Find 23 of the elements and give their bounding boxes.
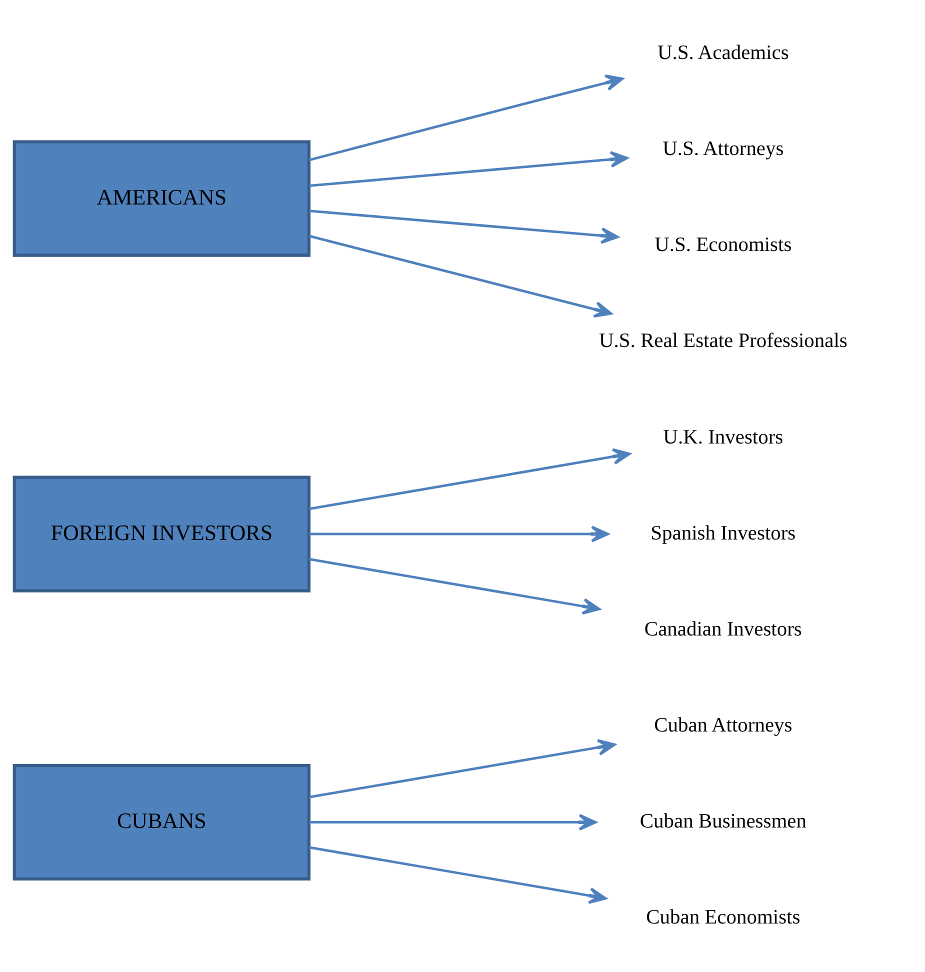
arrow [308, 234, 612, 318]
node-box: CUBANS [12, 764, 310, 881]
arrow [309, 814, 597, 831]
arrow [309, 558, 600, 615]
node-box: FOREIGN INVESTORS [12, 476, 310, 592]
arrow [309, 846, 607, 904]
arrow [309, 526, 609, 542]
node-text: U.S. Economists [654, 234, 792, 256]
node-box: AMERICANS [12, 140, 310, 257]
node-text: Cuban Businessmen [640, 810, 806, 833]
node-text: Cuban Economists [646, 906, 800, 929]
node-text: U.S. Attorneys [662, 138, 784, 160]
node-text: U.K. Investors [663, 426, 784, 448]
arrow [309, 151, 628, 188]
arrow [308, 74, 624, 162]
node-text: U.S. Academics [658, 42, 789, 64]
arrow [309, 739, 616, 798]
node-text: U.S. Real Estate Professionals [598, 330, 848, 352]
node-text: Cuban Attorneys [654, 714, 792, 737]
node-text: Spanish Investors [650, 522, 796, 544]
node-text: Canadian Investors [644, 618, 802, 640]
arrow [309, 210, 619, 244]
arrow [309, 448, 631, 510]
